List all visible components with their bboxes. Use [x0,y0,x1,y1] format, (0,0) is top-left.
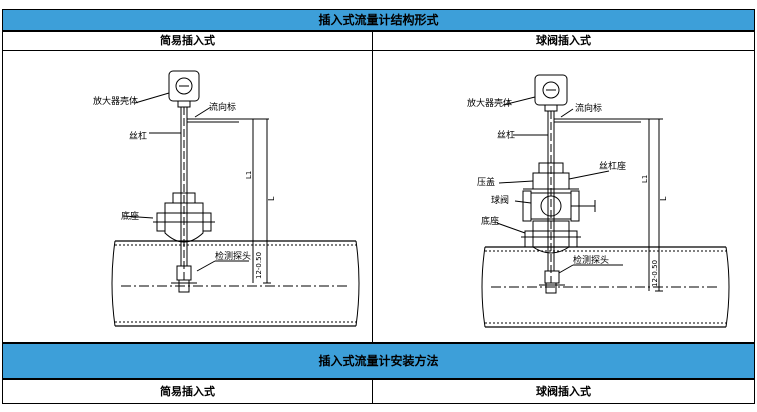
ball-dim-L1: L1 [641,175,649,183]
ball-valve-insertion-diagram: 放大器壳体 流向标 丝杠 压盖 丝杠座 球阀 底座 检测探头 L1 L 12-0… [467,74,730,328]
ball-dim-offset: 12-0.50 [651,260,659,287]
simple-insertion-diagram: 放大器壳体 流向标 丝杠 底座 检测探头 L1 L 12-0.50 [93,70,360,327]
simple-flow-mark-label: 流向标 [209,101,236,113]
simple-diagram-cell: 放大器壳体 流向标 丝杠 底座 检测探头 L1 L 12-0.50 [2,50,373,343]
ball-dim-L: L [659,196,668,201]
structure-simple-col-header: 简易插入式 [2,31,373,51]
ball-flow-mark-label: 流向标 [575,102,602,114]
simple-dim-L1: L1 [245,171,253,179]
ball-screw-rod-label: 丝杠 [497,129,515,141]
ball-probe-label: 检测探头 [573,254,609,266]
simple-amplifier-label: 放大器壳体 [93,95,138,107]
simple-probe-label: 检测探头 [215,250,251,262]
simple-dim-L: L [267,196,276,201]
structure-ball-col-header: 球阀插入式 [372,31,755,51]
install-ball-col-header: 球阀插入式 [372,379,755,404]
ball-base-label: 底座 [481,215,499,227]
ball-diagram-cell: 放大器壳体 流向标 丝杠 压盖 丝杠座 球阀 底座 检测探头 L1 L 12-0… [372,50,755,343]
ball-screw-seat-label: 丝杠座 [599,160,626,172]
install-simple-col-header: 简易插入式 [2,379,373,404]
simple-screw-rod-label: 丝杠 [129,130,147,142]
simple-dim-offset: 12-0.50 [255,252,263,279]
install-section-title: 插入式流量计安装方法 [2,343,755,379]
ball-gland-label: 压盖 [477,176,495,188]
structure-section-title: 插入式流量计结构形式 [2,9,755,31]
simple-base-label: 底座 [121,210,139,222]
ball-amplifier-label: 放大器壳体 [467,97,512,109]
ball-valve-label: 球阀 [491,194,509,206]
